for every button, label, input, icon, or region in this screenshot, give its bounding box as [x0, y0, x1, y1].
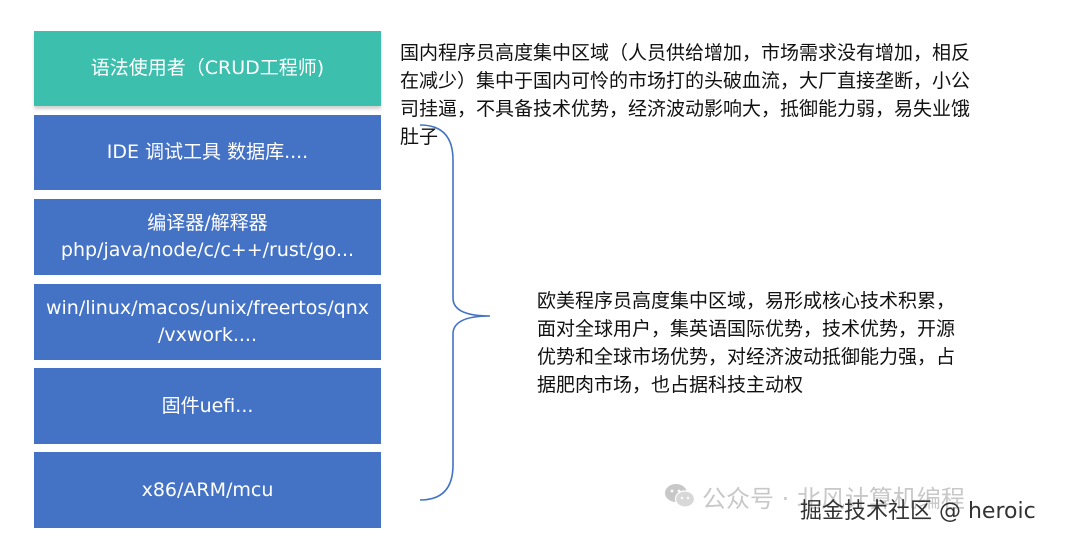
- brace-path: [419, 124, 491, 501]
- layer-ide-tools: IDE 调试工具 数据库....: [34, 115, 381, 190]
- watermark-account: 公众号 · 北风计算机编程: [702, 485, 965, 513]
- layer-label: x86/ARM/mcu: [141, 478, 274, 501]
- layer-label: 语法使用者（CRUD工程师): [90, 57, 325, 79]
- layer-operating-systems: win/linux/macos/unix/freertos/qnx /vxwor…: [34, 284, 381, 360]
- layer-label: 固件uefi...: [161, 394, 254, 417]
- layer-label: 编译器/解释器 php/java/node/c/c++/rust/go...: [60, 212, 355, 261]
- layer-firmware: 固件uefi...: [34, 368, 381, 444]
- wechat-icon: [664, 482, 696, 517]
- watermark-site: 掘金技术社区 @ heroic: [800, 499, 1036, 524]
- western-programmers-note: 欧美程序员高度集中区域，易形成核心技术积累，面对全球用户，集英语国际优势，技术优…: [537, 290, 956, 396]
- layer-label: IDE 调试工具 数据库....: [106, 141, 309, 163]
- layer-compilers: 编译器/解释器 php/java/node/c/c++/rust/go...: [34, 199, 381, 275]
- layer-label: win/linux/macos/unix/freertos/qnx /vxwor…: [45, 297, 370, 346]
- layer-crud-engineer: 语法使用者（CRUD工程师): [34, 31, 381, 106]
- layer-hardware: x86/ARM/mcu: [34, 452, 381, 528]
- domestic-programmers-note: 国内程序员高度集中区域（人员供给增加，市场需求没有增加，相反在减少）集中于国内可…: [400, 42, 971, 148]
